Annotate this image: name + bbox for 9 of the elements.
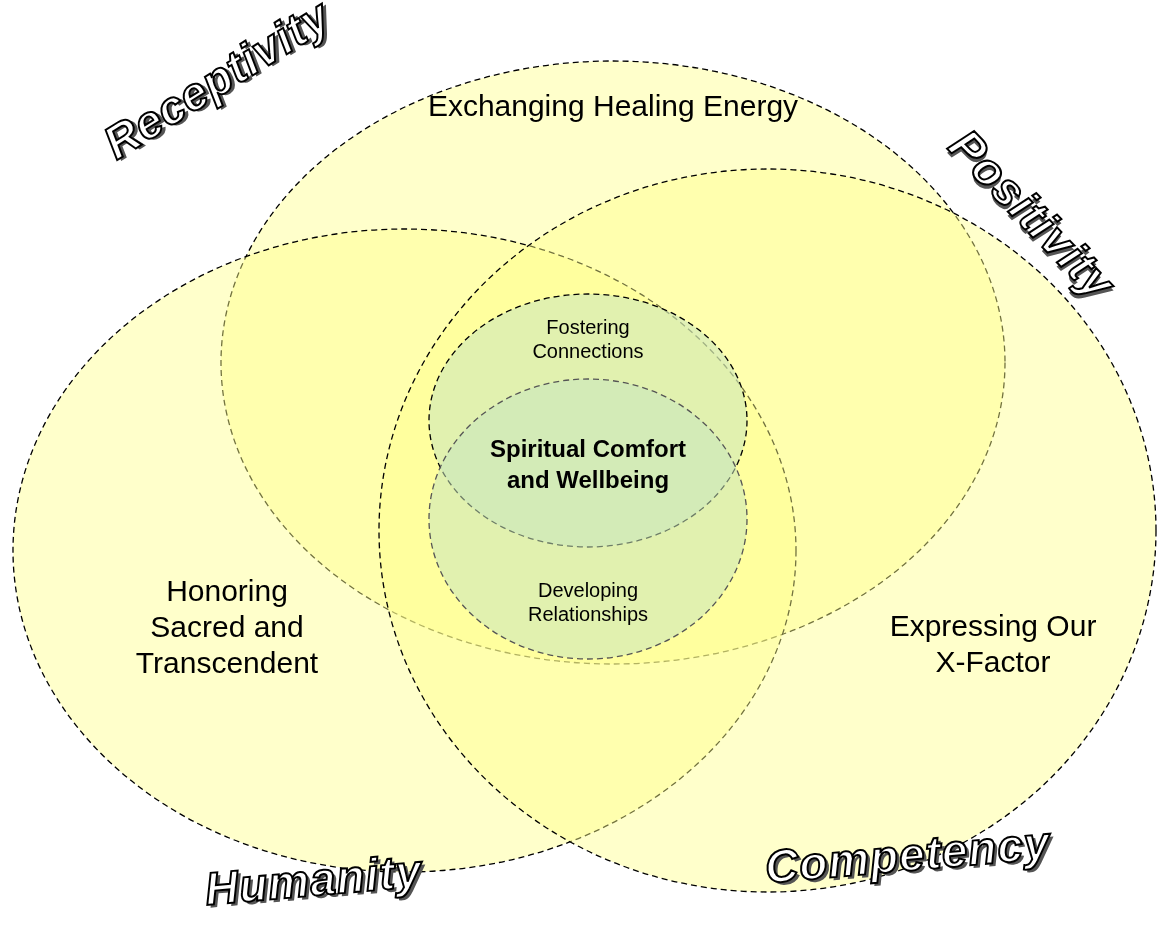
category-word: Competency (762, 815, 1053, 894)
set-label: Developing Relationships (526, 578, 650, 626)
set-label: Exchanging Healing Energy (426, 88, 800, 124)
category-word: Humanity (202, 843, 425, 916)
set-label: Honoring Sacred and Transcendent (134, 573, 320, 681)
center-label: Spiritual Comfort and Wellbeing (489, 434, 687, 496)
set-label: Expressing Our X-Factor (888, 608, 1098, 680)
set-label: Fostering Connections (531, 315, 645, 363)
venn-ellipse (428, 378, 748, 660)
